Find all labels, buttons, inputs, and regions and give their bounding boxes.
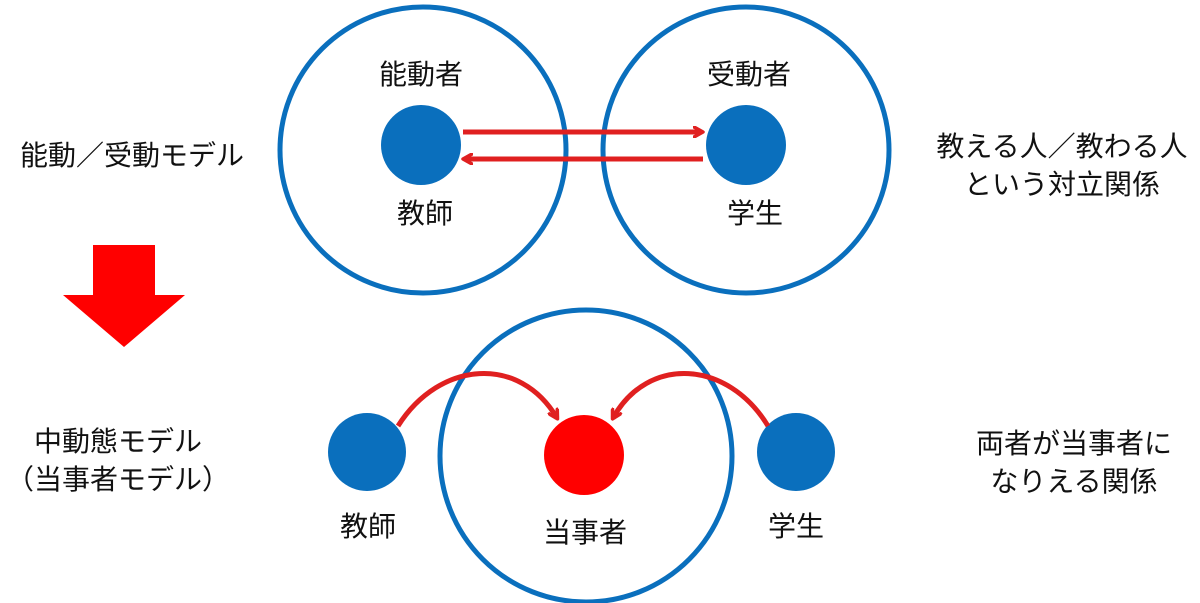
top-relation-note: 教える人／教わる人 という対立関係 [936, 128, 1187, 204]
teacher-label-bottom: 教師 [339, 510, 397, 543]
stakeholder-node [544, 415, 624, 495]
active-passive-model-label: 能動／受動モデル [20, 139, 245, 172]
stakeholder-label: 当事者 [542, 516, 628, 549]
teacher-node-top [381, 105, 461, 185]
bottom-note-line2: なりえる関係 [990, 465, 1158, 498]
active-role-label: 能動者 [378, 58, 464, 91]
student-to-stakeholder-arrow [613, 371, 771, 428]
middle-voice-model-label: 中動態モデル （当事者モデル） [6, 423, 230, 499]
teacher-node-bottom [328, 413, 406, 491]
stakeholder-circle [437, 307, 735, 603]
middle-voice-line2: （当事者モデル） [5, 463, 231, 496]
teacher-label-top: 教師 [396, 197, 454, 230]
middle-voice-line1: 中動態モデル [33, 425, 203, 458]
student-label-top: 学生 [726, 197, 784, 230]
bottom-relation-note: 両者が当事者に なりえる関係 [976, 425, 1172, 501]
student-node-top [706, 105, 786, 185]
active-role-circle [277, 4, 569, 296]
passive-role-circle [600, 4, 892, 296]
teacher-to-stakeholder-arrow [395, 371, 557, 428]
bottom-note-line1: 両者が当事者に [975, 427, 1173, 460]
top-note-line1: 教える人／教わる人 [936, 130, 1188, 163]
student-node-bottom [757, 413, 835, 491]
passive-role-label: 受動者 [706, 58, 792, 91]
top-note-line2: という対立関係 [963, 168, 1161, 201]
student-label-bottom: 学生 [767, 510, 825, 543]
down-arrow-icon [63, 245, 185, 347]
